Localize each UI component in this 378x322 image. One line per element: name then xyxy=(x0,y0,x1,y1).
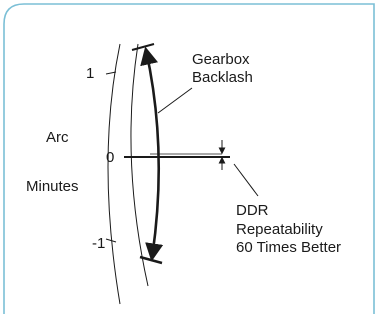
tick-label-top: 1 xyxy=(86,65,94,82)
gearbox-label-line2: Backlash xyxy=(192,69,253,86)
backlash-bottom-bar xyxy=(139,255,163,265)
ddr-label-line3: 60 Times Better xyxy=(236,239,341,256)
axis-label-minutes: Minutes xyxy=(26,178,79,195)
gearbox-label-line1: Gearbox xyxy=(192,51,250,68)
backlash-arc xyxy=(140,46,164,262)
tick-mark-top xyxy=(105,71,117,75)
scale-arc-inner xyxy=(130,43,149,287)
tick-label-zero: 0 xyxy=(106,149,114,166)
gearbox-leader xyxy=(157,87,193,114)
tick-mark-bottom xyxy=(105,238,117,243)
tick-label-bottom: -1 xyxy=(92,235,105,252)
diagram-frame xyxy=(3,3,375,314)
axis-label-arc: Arc xyxy=(46,129,69,146)
ddr-label-line2: Repeatability xyxy=(236,221,323,238)
backlash-top-bar xyxy=(131,43,155,51)
ddr-leader xyxy=(233,163,259,197)
scale-arc-outer xyxy=(107,43,121,305)
ddr-label-line1: DDR xyxy=(236,202,269,219)
